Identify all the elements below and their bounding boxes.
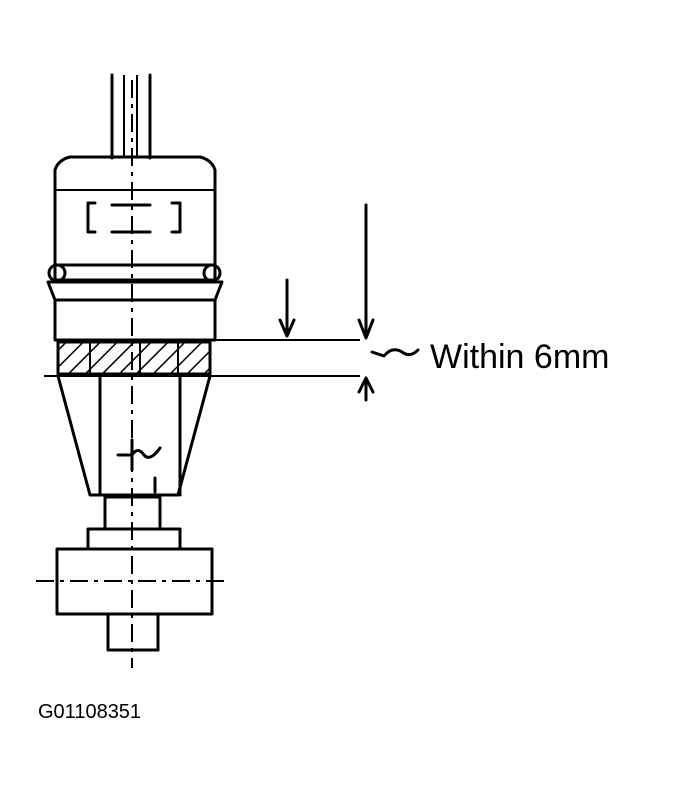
dimension-arrow-bottom [357, 376, 375, 402]
figure-id: G01108351 [38, 701, 141, 723]
lower-body [56, 374, 212, 497]
dimension-arrow-top [357, 203, 375, 340]
piston-rod [110, 73, 152, 160]
measurement-label: Within 6mm [430, 338, 609, 376]
mid-band [46, 280, 224, 342]
leader-line [370, 348, 420, 358]
center-lines [36, 80, 230, 668]
lower-stud [55, 495, 214, 652]
reference-arrow [278, 278, 296, 338]
measurement-lines [44, 339, 360, 377]
hatched-section [56, 340, 212, 376]
upper-cap [47, 155, 222, 283]
